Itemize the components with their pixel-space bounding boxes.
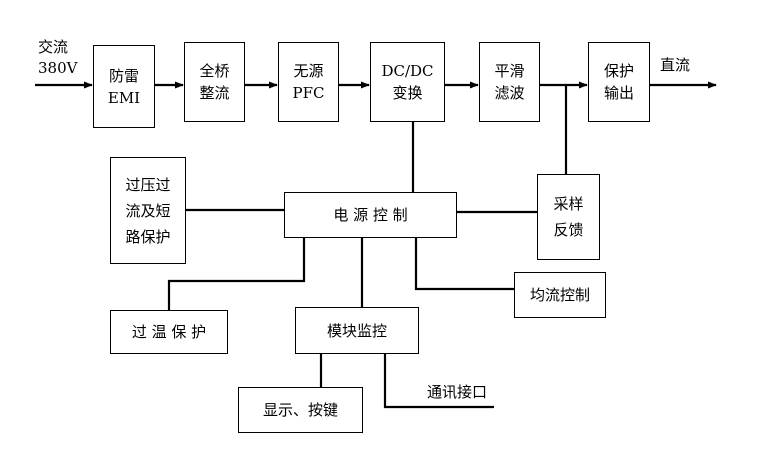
emi-block-line1: 防雷	[108, 66, 139, 85]
current-share-block: 均流控制	[514, 272, 606, 318]
power-control-block: 电 源 控 制	[284, 192, 457, 238]
module-monitor-label: 模块监控	[326, 321, 387, 340]
comm-interface-label: 通讯接口	[427, 383, 488, 401]
rectifier-block: 全桥 整流	[184, 42, 245, 122]
dcdc-block-line1: DC/DC	[381, 62, 434, 80]
dcdc-block-line2: 变换	[392, 84, 423, 102]
input-label: 交流 380V	[38, 37, 77, 79]
overtemp-protection-block: 过 温 保 护	[110, 310, 228, 354]
dcdc-block: DC/DC 变换	[370, 42, 445, 122]
monitor-to-comm-line	[383, 354, 494, 409]
input-label-line1: 交流	[38, 38, 69, 56]
module-monitor-block: 模块监控	[295, 307, 419, 354]
output-label: 直流	[660, 56, 691, 74]
pfc-block-line1: 无源	[293, 62, 324, 80]
protection-block-line1: 过压过	[125, 175, 171, 194]
pfc-block: 无源 PFC	[278, 42, 339, 122]
control-to-current-share-line	[414, 238, 514, 291]
output-block-line2: 输出	[603, 84, 634, 102]
output-protection-block: 保护 输出	[588, 42, 650, 122]
power-control-label: 电 源 控 制	[333, 206, 408, 224]
filter-block: 平滑 滤波	[479, 42, 540, 122]
rectifier-block-line2: 整流	[199, 84, 230, 102]
protection-block-line3: 路保护	[125, 227, 171, 246]
overtemp-protection-label: 过 温 保 护	[131, 323, 207, 341]
display-keys-label: 显示、按键	[262, 401, 338, 419]
sampling-feedback-block: 采样 反馈	[537, 174, 600, 260]
emi-block-line2: EMI	[107, 88, 141, 107]
current-share-label: 均流控制	[529, 286, 590, 304]
filter-block-line1: 平滑	[494, 62, 525, 80]
output-block-line1: 保护	[603, 62, 634, 80]
rectifier-block-line1: 全桥	[199, 62, 230, 80]
control-to-temp-line	[167, 238, 306, 310]
overvoltage-protection-block: 过压过 流及短 路保护	[110, 157, 186, 264]
emi-block: 防雷 EMI	[93, 45, 155, 128]
filter-block-line2: 滤波	[494, 84, 525, 102]
input-label-line2: 380V	[38, 59, 78, 77]
feedback-block-line1: 采样	[553, 195, 584, 213]
protection-block-line2: 流及短	[125, 201, 171, 220]
pfc-block-line2: PFC	[292, 84, 325, 102]
display-keys-block: 显示、按键	[238, 387, 363, 433]
feedback-block-line2: 反馈	[553, 221, 584, 239]
